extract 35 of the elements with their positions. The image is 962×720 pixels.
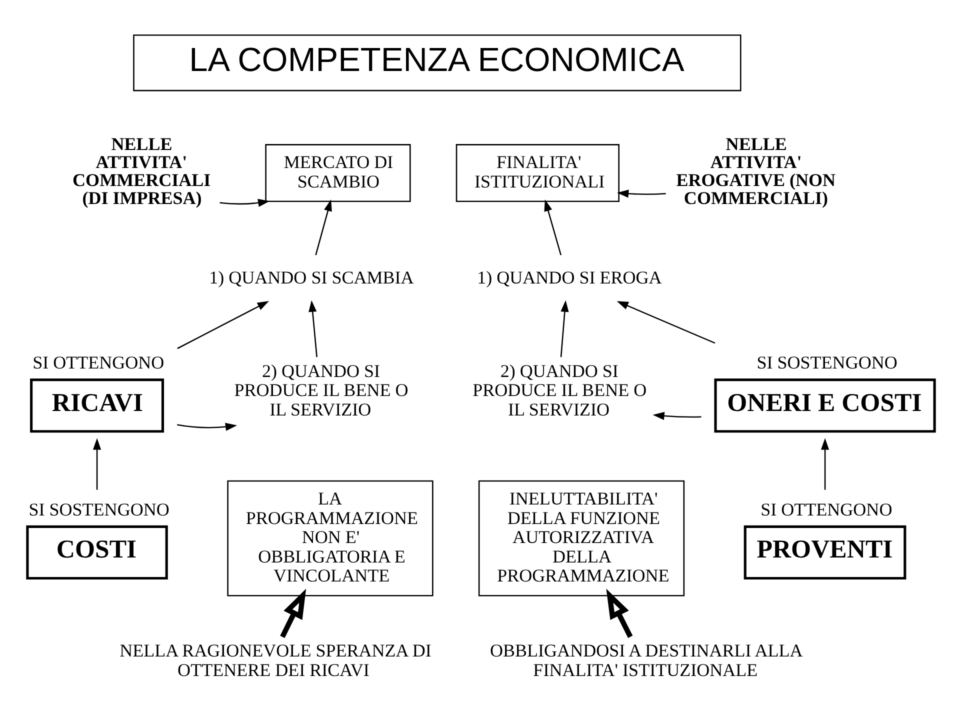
arrow (315, 199, 332, 255)
node-box: INELUTTABILITA' DELLA FUNZIONE AUTORIZZATIVA DELLA PROGRAMMAZIONE (478, 480, 685, 596)
node-text: 1) QUANDO SI EROGA (477, 266, 662, 287)
node-label: SI SOSTENGONO (28, 498, 170, 519)
node-text: OBBLIGANDOSI A DESTINARLI ALLA FINALITA' ISTITUZIONALE (490, 640, 803, 680)
node-text: 1) QUANDO SI SCAMBIA (209, 266, 414, 287)
arrow (544, 199, 562, 255)
node-box: FINALITA' ISTITUZIONALI (456, 144, 620, 202)
arrow (308, 300, 318, 357)
arrow (616, 300, 716, 344)
node-box: RICAVI (30, 378, 164, 432)
node-box: COSTI (26, 524, 168, 580)
arrow (177, 300, 270, 349)
node-text: 2) QUANDO SI PRODUCE IL BENE O IL SERVIZIO (472, 360, 647, 420)
arrow (220, 198, 270, 206)
node-label: SI OTTENGONO (32, 352, 164, 372)
node-box: LA COMPETENZA ECONOMICA (133, 34, 742, 91)
arrow (616, 189, 666, 198)
node-box: LA PROGRAMMAZIONE NON E' OBBLIGATORIA E VINCOLANTE (227, 480, 434, 596)
node-text: NELLE ATTIVITA' EROGATIVE (NON COMMERCIALI) (676, 134, 836, 208)
arrow (92, 438, 102, 490)
arrow (177, 422, 238, 430)
arrow (280, 588, 306, 638)
arrow (652, 411, 702, 420)
arrow (560, 300, 569, 357)
arrow (606, 588, 633, 638)
node-label: SI SOSTENGONO (756, 352, 898, 372)
node-text: 2) QUANDO SI PRODUCE IL BENE O IL SERVIZIO (234, 360, 408, 420)
node-box: PROVENTI (744, 524, 906, 580)
node-label: SI OTTENGONO (760, 498, 892, 519)
node-box: MERCATO DI SCAMBIO (265, 144, 411, 202)
arrow (820, 438, 830, 490)
node-text: NELLE ATTIVITA' COMMERCIALI (DI IMPRESA) (72, 134, 211, 208)
node-box: ONERI E COSTI (714, 378, 936, 432)
node-text: NELLA RAGIONEVOLE SPERANZA DI OTTENERE DEI RICAVI (120, 640, 432, 680)
